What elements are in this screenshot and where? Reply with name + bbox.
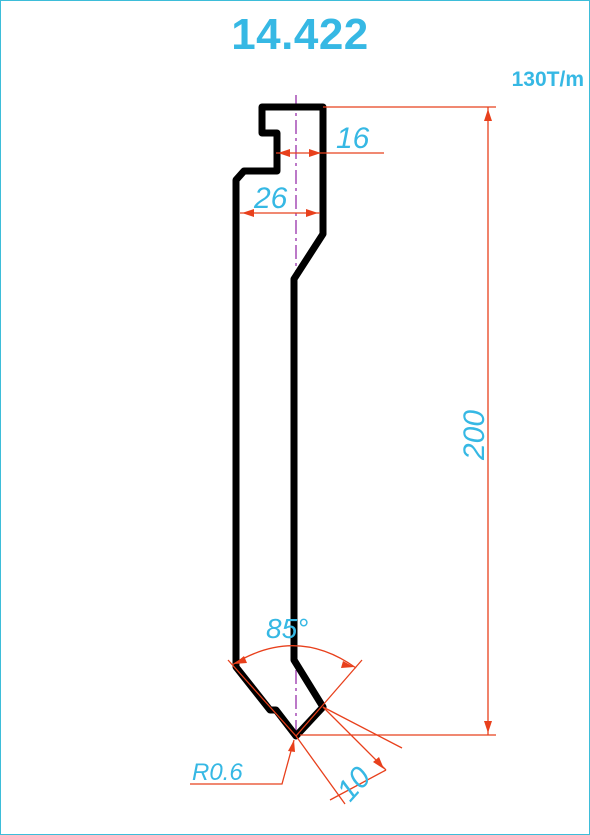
height-dimension-label: 200 xyxy=(458,410,491,461)
tip-length-dimension xyxy=(295,706,403,805)
body-width-label: 26 xyxy=(253,182,288,215)
top-width-dimension xyxy=(276,149,384,157)
angle-dimension xyxy=(227,645,363,737)
height-dimension xyxy=(300,106,496,736)
top-width-label: 16 xyxy=(336,122,370,155)
capacity-label: 130T/m xyxy=(511,68,584,91)
angle-label: 85° xyxy=(266,613,308,644)
tip-length-label: 10 xyxy=(331,761,378,808)
radius-label: R0.6 xyxy=(192,759,243,786)
drawing-title: 14.422 xyxy=(231,10,369,59)
body-width-dimension xyxy=(240,209,320,217)
radius-leader xyxy=(190,739,295,785)
